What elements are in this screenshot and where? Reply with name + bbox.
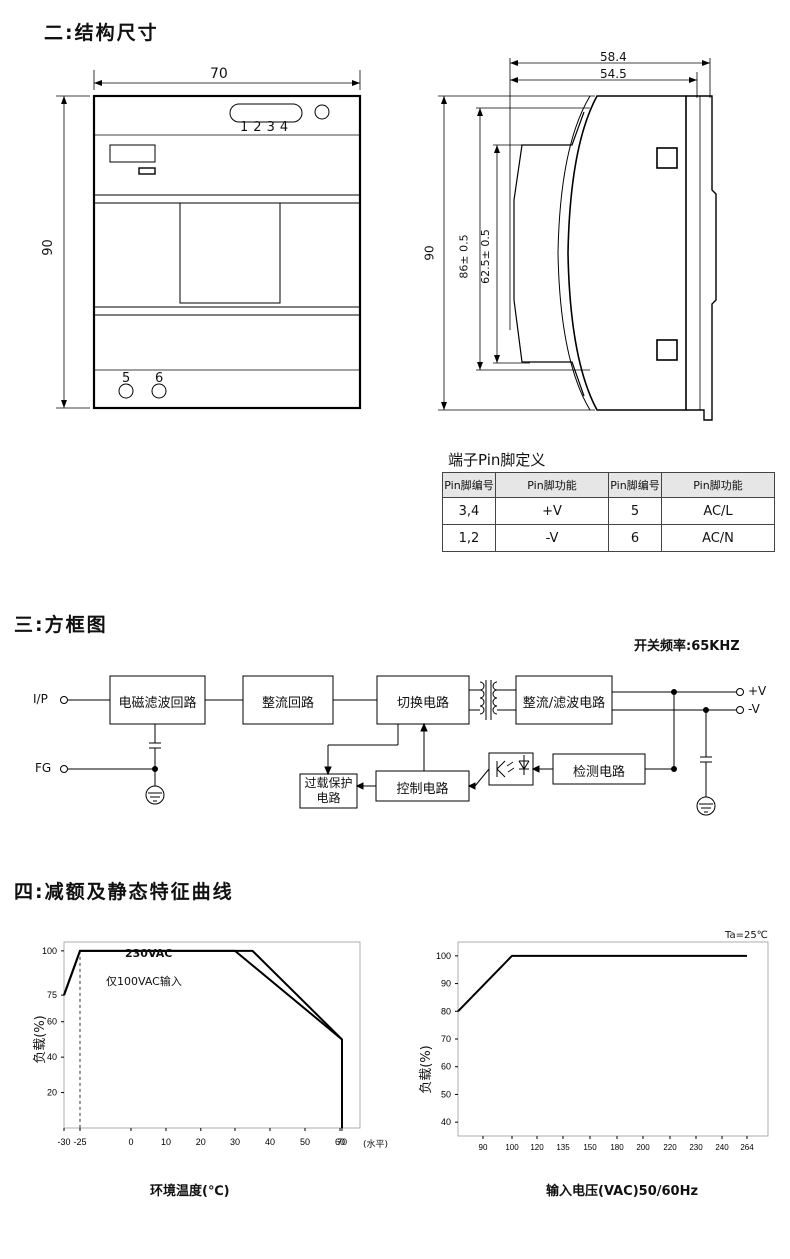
label-100vac: 仅100VAC输入 xyxy=(106,975,182,988)
table-cell: 1,2 xyxy=(442,524,496,552)
x-tick-label: 230 xyxy=(689,1143,703,1152)
y-tick-label: 90 xyxy=(441,979,451,989)
pin5-label: 5 xyxy=(122,371,131,386)
depth-outer-label: 58.4 xyxy=(600,50,627,64)
x-tick-label: 40 xyxy=(265,1137,275,1147)
x-tick-label: 70 xyxy=(337,1137,347,1147)
x-tick-label: 200 xyxy=(636,1143,650,1152)
x-tick-label: 264 xyxy=(740,1143,754,1152)
derating-xlabel: 环境温度(℃) xyxy=(150,1184,230,1199)
x-tick-label: 90 xyxy=(479,1143,488,1152)
section-title-block-diagram: 三:方框图 xyxy=(14,614,108,636)
front-width-label: 70 xyxy=(210,66,228,82)
x-tick-label: 135 xyxy=(556,1143,570,1152)
block-protection-label: 过载保护电路 xyxy=(304,776,353,805)
derating-x-unit: (水平) xyxy=(363,1140,389,1150)
table-cell: AC/N xyxy=(661,524,775,552)
x-tick-label: 50 xyxy=(300,1137,310,1147)
table-cell: +V xyxy=(495,497,609,525)
x-tick-label: 120 xyxy=(530,1143,544,1152)
table-cell: 6 xyxy=(608,524,662,552)
header-pin-func-2: Pin脚功能 xyxy=(661,472,775,498)
header-pin-no: Pin脚编号 xyxy=(442,472,496,498)
static-plot-frame xyxy=(457,941,769,1137)
x-tick-label: 240 xyxy=(715,1143,729,1152)
block-output-filter-label: 整流/滤波电路 xyxy=(522,696,606,711)
pin-table-caption: 端子Pin脚定义 xyxy=(448,451,546,469)
front-pin-numbers: 1234 xyxy=(240,120,294,135)
block-control-label: 控制电路 xyxy=(396,782,449,797)
header-pin-no-2: Pin脚编号 xyxy=(608,472,662,498)
input-fg-label: FG xyxy=(35,761,52,775)
switching-frequency: 开关频率:65KHZ xyxy=(634,639,740,654)
y-tick-label: 75 xyxy=(47,990,57,1000)
static-xlabel: 输入电压(VAC)50/60Hz xyxy=(546,1184,699,1199)
x-tick-label: 150 xyxy=(583,1143,597,1152)
y-tick-label: 40 xyxy=(47,1052,57,1062)
pin-definition-table: Pin脚编号 Pin脚功能 Pin脚编号 Pin脚功能 3,4 +V 5 AC/… xyxy=(442,472,775,552)
y-tick-label: 50 xyxy=(441,1089,451,1099)
x-tick-label: 0 xyxy=(128,1137,133,1147)
pin6-label: 6 xyxy=(155,371,164,386)
table-row: 3,4 +V 5 AC/L xyxy=(442,497,775,525)
block-rectifier-label: 整流回路 xyxy=(261,696,314,711)
output-pos-label: +V xyxy=(748,684,767,698)
y-tick-label: 60 xyxy=(47,1017,57,1027)
table-row: 1,2 -V 6 AC/N xyxy=(442,524,775,552)
x-tick-label: 220 xyxy=(663,1143,677,1152)
section-title-dimensions: 二:结构尺寸 xyxy=(44,22,159,44)
section-title-curves: 四:减额及静态特征曲线 xyxy=(14,881,234,903)
y-tick-label: 20 xyxy=(47,1088,57,1098)
block-detection-label: 检测电路 xyxy=(572,765,625,780)
static-ylabel: 负载(%) xyxy=(418,1045,434,1094)
y-tick-label: 100 xyxy=(42,946,57,956)
series-line-static xyxy=(457,954,747,1012)
y-tick-label: 100 xyxy=(436,951,451,961)
block-output-filter xyxy=(515,675,613,725)
y-tick-label: 80 xyxy=(441,1006,451,1016)
front-view xyxy=(56,70,362,410)
static-ta-label: Ta=25℃ xyxy=(725,930,768,941)
y-tick-label: 60 xyxy=(441,1062,451,1072)
table-cell: 5 xyxy=(608,497,662,525)
block-switching-label: 切换电路 xyxy=(396,696,449,711)
x-tick-label: 60 xyxy=(335,1137,345,1147)
x-tick-label: 100 xyxy=(505,1143,519,1152)
block-emi-label: 电磁滤波回路 xyxy=(118,696,197,711)
x-tick-label: 30 xyxy=(230,1137,240,1147)
x-tick-label: 10 xyxy=(161,1137,171,1147)
x-tick-label: -30 xyxy=(57,1137,70,1147)
y-tick-label: 70 xyxy=(441,1034,451,1044)
series-line-100vac xyxy=(63,949,343,1128)
depth-inner-label: 54.5 xyxy=(600,67,627,81)
side-view xyxy=(438,58,717,421)
derating-ylabel: 负载(%) xyxy=(32,1015,48,1064)
output-neg-label: -V xyxy=(748,702,760,716)
x-tick-label: 180 xyxy=(610,1143,624,1152)
y-tick-label: 40 xyxy=(441,1117,451,1127)
x-tick-label: 20 xyxy=(196,1137,206,1147)
input-ip-label: I/P xyxy=(33,692,48,706)
x-tick-label: -25 xyxy=(73,1137,86,1147)
table-header-row: Pin脚编号 Pin脚功能 Pin脚编号 Pin脚功能 xyxy=(442,472,775,498)
label-230vac: 230VAC xyxy=(125,947,173,960)
derating-plot-frame xyxy=(63,941,361,1129)
